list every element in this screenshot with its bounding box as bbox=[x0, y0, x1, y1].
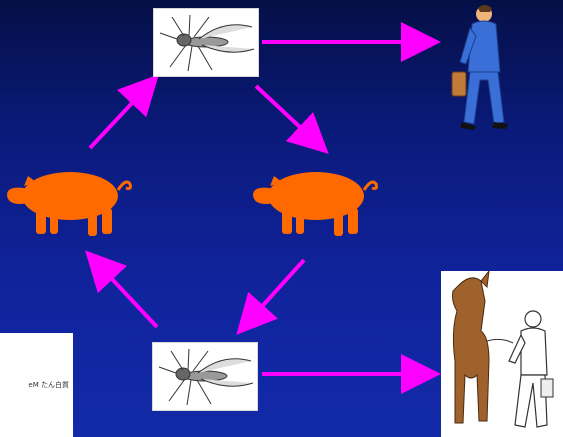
arrow-right-pig-to-bottom-mosquito bbox=[247, 260, 304, 323]
top-mosquito-card bbox=[153, 8, 259, 77]
note-box: eM たん白質 bbox=[0, 333, 73, 437]
mosquito-icon bbox=[153, 343, 257, 410]
pig-icon bbox=[252, 160, 384, 240]
businessman-icon bbox=[450, 2, 510, 130]
arrow-top-mosquito-to-right-pig bbox=[256, 86, 317, 143]
pig-icon bbox=[6, 160, 138, 240]
mosquito-icon bbox=[154, 9, 258, 76]
horse-with-handler-icon bbox=[441, 271, 563, 437]
bottom-mosquito-card bbox=[152, 342, 258, 411]
arrow-bottom-mosquito-to-left-pig bbox=[96, 262, 157, 327]
arrow-left-pig-to-top-mosquito bbox=[90, 86, 148, 148]
horse-card bbox=[441, 271, 563, 437]
note-label: eM たん白質 bbox=[28, 380, 73, 390]
